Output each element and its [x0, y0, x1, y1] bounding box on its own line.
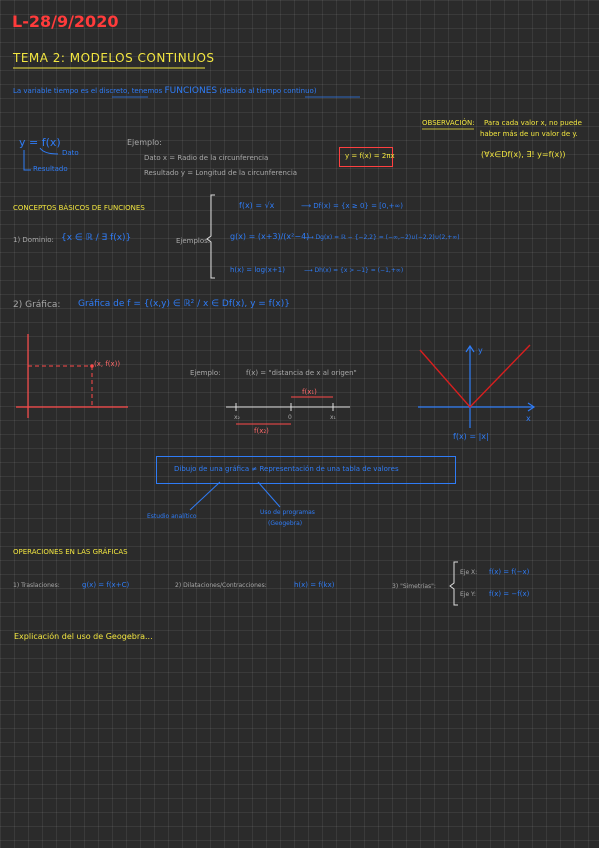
- operaciones-title: OPERACIONES EN LAS GRÁFICAS: [13, 548, 128, 556]
- op1-label: 1) Traslaciones:: [13, 582, 60, 589]
- x1-tick-label: x₁: [330, 414, 336, 421]
- estudio-arrow: [189, 481, 221, 511]
- example-2-domain: ⟶ Dg(x) = ℝ − {−2,2} = (−∞,−2)∪(−2,2)∪(2…: [305, 234, 460, 241]
- intro-before: La variable tiempo es el discreto, tenem…: [13, 87, 163, 95]
- abs-axis-y-label: y: [478, 346, 483, 355]
- uso-arrow: [257, 481, 281, 508]
- estudio-label: Estudio analítico: [147, 513, 197, 520]
- op2-label: 2) Dilataciones/Contracciones:: [175, 582, 267, 589]
- ejemplos-bracket: [206, 194, 215, 279]
- observacion-label: OBSERVACIÓN:: [422, 119, 475, 127]
- example-1-domain: ⟶ Df(x) = {x ≥ 0} = [0,+∞): [301, 202, 404, 210]
- dato-line: Dato x = Radio de la circunferencia: [144, 154, 269, 162]
- example-1: f(x) = √x: [239, 201, 275, 210]
- example-3: h(x) = log(x+1): [230, 266, 285, 274]
- result-line: Resultado y = Longitud de la circunferen…: [144, 169, 298, 177]
- ejemplo-label: Ejemplo:: [127, 138, 162, 147]
- observacion-formula: (∀x∈Df(x), ∃! y=f(x)): [481, 150, 566, 159]
- dominio-formula: {x ∈ ℝ / ∃ f(x)}: [61, 233, 132, 243]
- date-heading: L-28/9/2020: [12, 12, 119, 31]
- ejemplos-label: Ejemplos:: [176, 237, 211, 245]
- eje-y-label: Eje Y:: [460, 591, 476, 598]
- observacion-line1: Para cada valor x, no puede: [484, 119, 582, 127]
- zero-tick-label: 0: [288, 414, 292, 421]
- plot3-y-arrow: [465, 344, 475, 353]
- observacion-line2: haber más de un valor de y.: [480, 130, 578, 138]
- resultado-label: Resultado: [33, 165, 68, 173]
- topic-title: TEMA 2: MODELOS CONTINUOS: [13, 51, 215, 65]
- eje-x-formula: f(x) = f(−x): [489, 568, 530, 576]
- uso-label-1: Uso de programas: [260, 509, 315, 516]
- dominio-label: 1) Dominio:: [13, 236, 54, 244]
- plot3-abs-curve: [419, 344, 531, 409]
- note-frame: [156, 456, 456, 484]
- intro-after: (debido al tiempo continuo): [219, 87, 317, 95]
- example-3-domain: ⟶ Dh(x) = {x > −1} = (−1,+∞): [304, 267, 404, 274]
- dato-arrow: [39, 147, 59, 155]
- point-label: (x, f(x)): [94, 360, 121, 368]
- plot3-x-arrow: [527, 402, 536, 412]
- grafica-ejemplo-text: f(x) = "distancia de x al origen": [246, 369, 357, 377]
- conceptos-title: CONCEPTOS BÁSICOS DE FUNCIONES: [13, 204, 145, 212]
- fx2-label: f(x₂): [254, 427, 269, 435]
- example-2: g(x) = (x+3)/(x²−4): [230, 232, 310, 241]
- op3-label: 3) "Simetrías":: [392, 583, 436, 590]
- eje-x-label: Eje X:: [460, 569, 478, 576]
- graph-note: Dibujo de una gráfica ≠ Representación d…: [174, 465, 399, 473]
- plot1-point: [90, 364, 94, 368]
- abs-function-label: f(x) = |x|: [453, 432, 489, 441]
- intro-highlight: FUNCIONES: [164, 86, 218, 96]
- op2-formula: h(x) = f(kx): [294, 581, 335, 589]
- grafica-label: 2) Gráfica:: [13, 300, 61, 310]
- abs-axis-x-label: x: [526, 414, 531, 423]
- grafica-ejemplo-label: Ejemplo:: [190, 369, 221, 377]
- dato-label: Dato: [62, 149, 79, 157]
- fx1-label: f(x₁): [302, 388, 317, 396]
- x2-tick-label: x₂: [234, 414, 240, 421]
- function-formula: y = f(x): [19, 136, 61, 149]
- op1-formula: g(x) = f(x+C): [82, 581, 130, 589]
- intro-text: La variable tiempo es el discreto, tenem…: [13, 87, 317, 96]
- boxed-formula-frame: [339, 147, 393, 167]
- footer-text: Explicación del uso de Geogebra...: [14, 632, 153, 641]
- simetrias-bracket: [449, 561, 458, 606]
- resultado-bracket: [23, 150, 31, 171]
- grafica-definition: Gráfica de f = {(x,y) ∈ ℝ² / x ∈ Df(x), …: [78, 299, 290, 309]
- uso-label-2: (Geogebra): [268, 520, 303, 527]
- eje-y-formula: f(x) = −f(x): [489, 590, 530, 598]
- boxed-formula: y = f(x) = 2πx: [345, 152, 395, 160]
